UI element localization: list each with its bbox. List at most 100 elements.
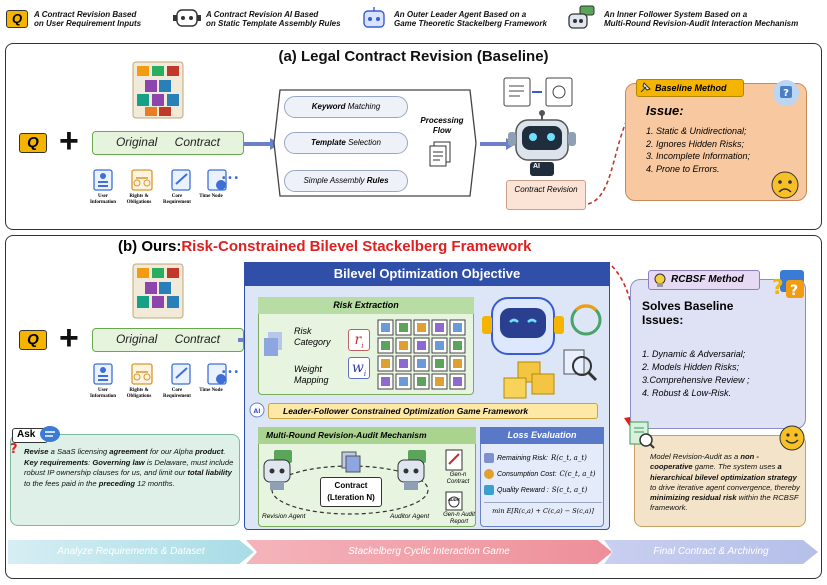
loss-item-formula: R(c_t, a_t) bbox=[550, 454, 587, 462]
contract-iteration-card: Contract (Lteration N) bbox=[320, 477, 382, 507]
risk-grid-doc bbox=[453, 323, 462, 332]
leader-robot-icon bbox=[363, 7, 385, 28]
input-icons-row bbox=[93, 169, 227, 191]
text-run: preceding bbox=[98, 478, 136, 488]
text-run: : bbox=[88, 457, 93, 467]
svg-text:?: ? bbox=[10, 442, 18, 456]
input-label: Rights & Obligations bbox=[126, 194, 152, 205]
issue-item: 2. Ignores Hidden Risks; bbox=[646, 138, 745, 149]
plus-sign: + bbox=[59, 122, 79, 160]
rcbsf-method-tag: RCBSF Method bbox=[648, 270, 760, 290]
weight-mapping-label: Weight Mapping bbox=[294, 364, 329, 385]
issue-item: 4. Prone to Errors. bbox=[646, 163, 720, 174]
panel-b-title: (b) Ours:Risk-Constrained Bilevel Stacke… bbox=[118, 238, 531, 255]
issue-list: 1. Static & Unidirectional; 2. Ignores H… bbox=[646, 125, 750, 175]
risk-category-label: Risk Category bbox=[294, 326, 331, 347]
loss-item: Remaining Risk: R(c_t, a_t) bbox=[484, 450, 602, 466]
contract-docs-icon bbox=[341, 451, 361, 473]
text-run: a hierarchical bilevel optimization stra… bbox=[650, 462, 797, 482]
text-run: Governing law bbox=[92, 457, 145, 467]
revision-audit-loop bbox=[263, 449, 463, 515]
requirement-icon bbox=[171, 363, 191, 385]
risk-grid-doc bbox=[399, 341, 408, 350]
solves-item: 2. Models Hidden Risks; bbox=[642, 362, 740, 372]
risk-grid-doc bbox=[417, 341, 426, 350]
risk-grid-doc bbox=[381, 323, 390, 332]
input-label: Time Node bbox=[199, 194, 223, 199]
sad-face-icon bbox=[771, 171, 799, 199]
text-run: total liability bbox=[187, 468, 232, 477]
revision-agent-label: Revision Agent bbox=[262, 513, 306, 520]
text-run: is Delaware, must include robust IP owne… bbox=[24, 457, 234, 478]
issue-item: 3. Incomplete Information; bbox=[646, 151, 751, 161]
text-run: Model Revision-Audit as a bbox=[650, 452, 741, 461]
risk-grid-doc bbox=[417, 377, 426, 386]
chat-bubble-icon bbox=[40, 426, 60, 442]
baseline-method-label: Baseline Method bbox=[655, 83, 727, 93]
ask-text: Revise a SaaS licensing agreement for ou… bbox=[24, 447, 236, 489]
ai-robot bbox=[503, 77, 576, 176]
risk-grid-doc bbox=[381, 341, 390, 350]
step-template: Template Selection bbox=[284, 132, 408, 154]
loss-item-label: Consumption Cost: bbox=[497, 470, 557, 478]
plus-sign: + bbox=[59, 319, 79, 357]
panel-b-title-prefix: (b) Ours: bbox=[118, 238, 182, 255]
input-label: Time Node bbox=[199, 388, 223, 393]
loss-item: Consumption Cost: C(c_t, a_t) bbox=[484, 466, 602, 482]
loss-item-label: Remaining Risk: bbox=[497, 454, 548, 462]
legend-line: on Static Template Assembly Rules bbox=[206, 19, 341, 28]
legend-line: An Inner Follower System Based on a bbox=[604, 10, 748, 19]
audit-icon-text: AUDIT bbox=[448, 497, 461, 502]
ask-box bbox=[10, 434, 240, 526]
text-run: to drive iterative agent convergence, th… bbox=[650, 482, 800, 492]
auditor-agent-icon bbox=[397, 450, 426, 490]
robot-template-icon bbox=[173, 9, 201, 27]
risk-r-symbol: ri bbox=[348, 329, 370, 351]
input-label: Rights & Obligations bbox=[126, 388, 152, 399]
input-icons-row bbox=[93, 363, 227, 385]
q-badge: Q bbox=[19, 330, 47, 350]
risk-grid-doc bbox=[453, 341, 462, 350]
risk-grid-doc bbox=[381, 359, 390, 368]
solves-item: 1. Dynamic & Adversarial; bbox=[642, 349, 746, 359]
clipboard-icons bbox=[132, 61, 184, 119]
risk-grid-doc bbox=[399, 377, 408, 386]
original-contract-box: Original Contract bbox=[92, 328, 244, 352]
pin-icon bbox=[640, 82, 651, 93]
loss-items: Remaining Risk: R(c_t, a_t) Consumption … bbox=[484, 450, 602, 498]
user-info-icon bbox=[93, 363, 113, 385]
input-label: Core Requirement bbox=[163, 388, 191, 399]
panel-a-title: (a) Legal Contract Revision (Baseline) bbox=[278, 48, 549, 65]
input-label: User Information bbox=[89, 194, 117, 205]
footer-step-game: Stackelberg Cyclic Interaction Game bbox=[246, 540, 612, 564]
lightbulb-icon bbox=[654, 273, 666, 287]
svg-text:?: ? bbox=[783, 88, 789, 99]
svg-text:?: ? bbox=[790, 283, 798, 299]
text-run: agreement bbox=[109, 447, 148, 456]
text-run: Key requirements bbox=[24, 457, 89, 467]
legend-line: A Contract Revision Based bbox=[34, 10, 137, 19]
text-run: minimizing residual risk bbox=[650, 493, 737, 503]
svg-text:AI: AI bbox=[254, 408, 261, 415]
risk-grid-doc bbox=[399, 359, 408, 368]
robot-ai-label: AI bbox=[533, 163, 540, 170]
text-run: game. The system uses bbox=[692, 462, 778, 472]
panel-b-title-highlight: Risk-Constrained Bilevel Stackelberg Fra… bbox=[181, 238, 532, 255]
text-run: for our Alpha bbox=[147, 447, 196, 456]
bilevel-header: Bilevel Optimization Objective bbox=[244, 262, 610, 286]
rights-icon bbox=[131, 169, 153, 191]
risk-extraction-title: Risk Extraction bbox=[258, 297, 474, 314]
gen-contract-icon bbox=[445, 449, 463, 471]
question-mark-icon: ? bbox=[10, 442, 18, 456]
text-run: to the fees paid in the bbox=[24, 478, 99, 488]
text-run: . bbox=[223, 447, 226, 456]
loss-item-formula: S(c_t, a_t) bbox=[551, 486, 588, 494]
document-search-icon bbox=[629, 421, 655, 449]
risk-grid-doc bbox=[453, 359, 462, 368]
legend-line: An Outer Leader Agent Based on a bbox=[394, 10, 527, 19]
input-label: Core Requirement bbox=[163, 194, 191, 205]
gen-contract-line: Gen-n bbox=[449, 472, 467, 478]
gen-contract-line: Contract bbox=[446, 479, 470, 485]
loss-item-label: Quality Reward : bbox=[497, 486, 549, 494]
risk-grid-doc bbox=[417, 323, 426, 332]
